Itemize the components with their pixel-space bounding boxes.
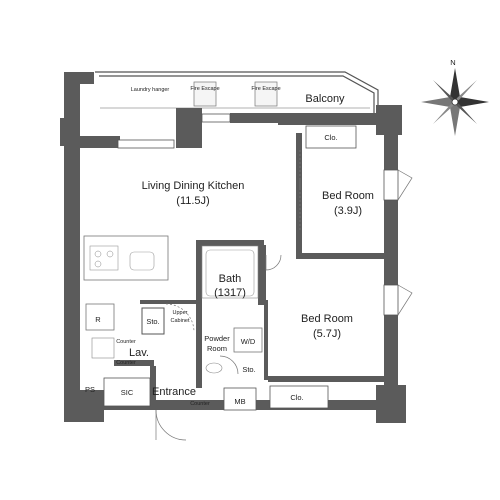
sic-box: [103, 377, 151, 407]
laundry-hanger-label: Laundry hanger: [131, 87, 170, 93]
storage-box: [141, 307, 165, 335]
storage-label-2: Sto.: [242, 365, 255, 374]
bath-label: Bath: [219, 273, 242, 285]
balcony-area: [95, 71, 379, 118]
closet-bottom: [269, 385, 329, 409]
mb-box: [223, 387, 257, 411]
windows: [117, 113, 399, 316]
washer-dryer: [233, 327, 263, 353]
counter-label-3: Counter: [190, 401, 210, 407]
powder-room-label-1: Powder: [204, 334, 230, 343]
bed-room-2-label: Bed Room: [301, 313, 353, 325]
sic-label: SIC: [121, 388, 134, 397]
lavatory-sink: [91, 337, 115, 359]
upper-cabinet-label-1: Upper: [173, 310, 188, 316]
fire-escape-label-1: Fire Escape: [190, 86, 219, 92]
refrigerator: [85, 303, 115, 331]
closet-top: [305, 125, 357, 149]
compass-north-label: N: [450, 58, 455, 67]
balcony-label: Balcony: [305, 93, 345, 105]
fire-escape-hatch-2: [254, 81, 278, 107]
bed-room-1-size-label: (3.9J): [334, 205, 362, 217]
bathtub: [201, 245, 259, 299]
entrance-label: Entrance: [152, 386, 196, 398]
closet-bottom-label: Clo.: [290, 393, 303, 402]
closet-top-label: Clo.: [324, 133, 337, 142]
toilet: [205, 362, 223, 374]
compass-rose: [421, 68, 489, 136]
ldk-label: Living Dining Kitchen: [142, 180, 245, 192]
doors: [155, 150, 413, 441]
refrigerator-label: R: [95, 315, 101, 324]
counter-label-1: Counter: [116, 339, 136, 345]
fire-escape-label-2: Fire Escape: [251, 86, 280, 92]
fire-escape-hatch-1: [193, 81, 217, 107]
bath-size-label: (1317): [214, 287, 246, 299]
powder-room-label-2: Room: [207, 344, 227, 353]
lavatory-label: Lav.: [129, 347, 149, 359]
upper-cabinet-label-2: Cabinet: [171, 318, 190, 324]
bed-room-1-label: Bed Room: [322, 190, 374, 202]
kitchen-counter: [83, 235, 169, 281]
ps-label: PS: [85, 385, 95, 394]
ldk-size-label: (11.5J): [176, 195, 209, 207]
washer-dryer-label: W/D: [241, 337, 256, 346]
counter-label-2: Counter: [116, 360, 136, 366]
storage-label-1: Sto.: [146, 317, 159, 326]
mb-label: MB: [234, 397, 245, 406]
bed-room-2-size-label: (5.7J): [313, 328, 341, 340]
